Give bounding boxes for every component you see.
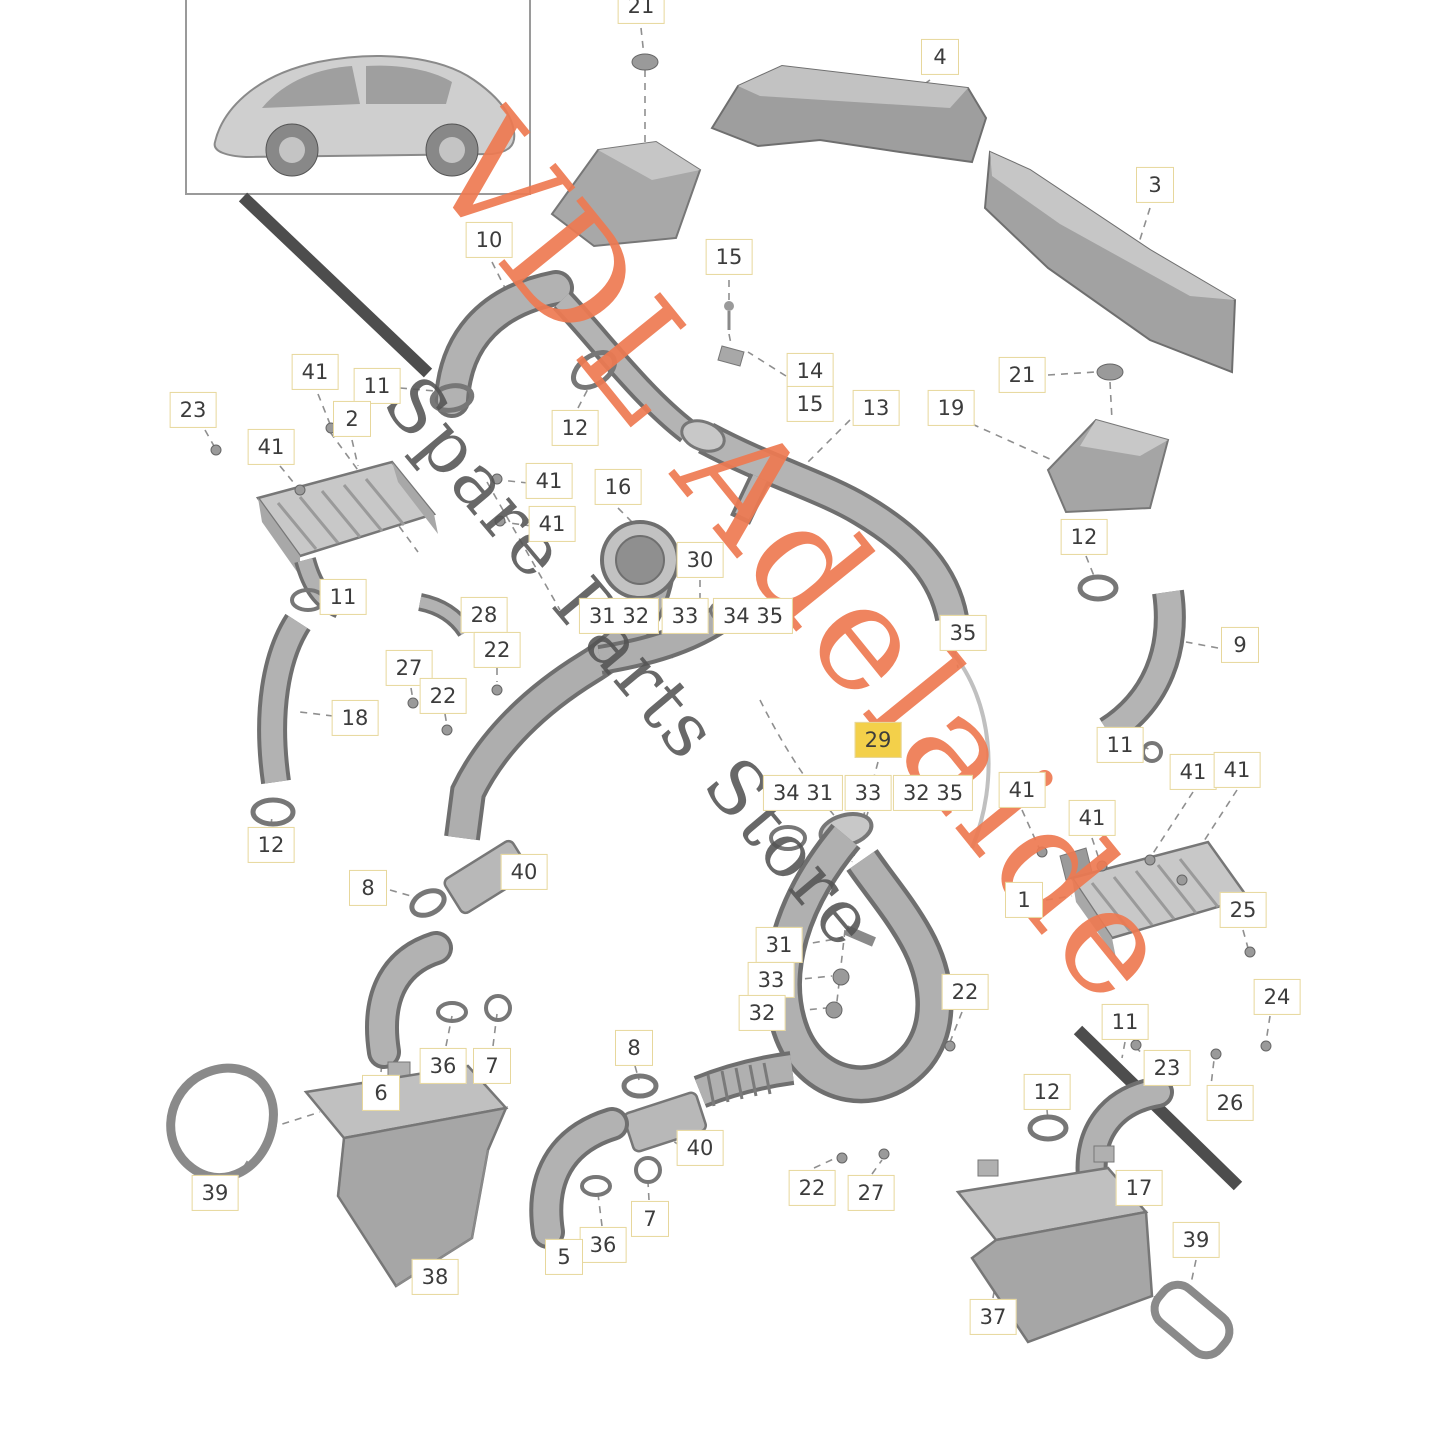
part-label: 6 xyxy=(362,1074,400,1112)
part-label: 27 xyxy=(847,1174,895,1212)
part-label: 33 xyxy=(844,774,892,812)
part-label: 22 xyxy=(473,631,521,669)
part-label: 15 xyxy=(705,238,753,276)
part-bellows-hose xyxy=(693,1051,795,1108)
part-screw-15 xyxy=(717,301,745,367)
part-label: 7 xyxy=(631,1200,669,1238)
part-duct-4 xyxy=(710,64,988,164)
part-label: 19 xyxy=(927,389,975,427)
part-label: 3 xyxy=(1136,166,1174,204)
part-label: 39 xyxy=(191,1174,239,1212)
part-label: 36 xyxy=(579,1226,627,1264)
part-label: 31 xyxy=(755,926,803,964)
part-label: 7 xyxy=(473,1047,511,1085)
part-label: 35 xyxy=(939,614,987,652)
part-duct-38 xyxy=(303,1061,509,1288)
part-label: 34 35 xyxy=(712,597,794,635)
part-label: 12 xyxy=(247,826,295,864)
part-label: 23 xyxy=(169,391,217,429)
part-intercooler-right xyxy=(1059,840,1251,958)
part-hose-18 xyxy=(250,613,311,827)
part-hose-5 xyxy=(529,1107,662,1249)
part-label: 41 xyxy=(1213,751,1261,789)
part-label: 10 xyxy=(465,221,513,259)
part-label: 22 xyxy=(788,1169,836,1207)
part-duct-12 xyxy=(552,291,697,443)
car-thumbnail xyxy=(185,0,531,195)
part-air-guide-19 xyxy=(1046,363,1170,514)
part-label: 38 xyxy=(411,1258,459,1296)
part-label: 26 xyxy=(1206,1084,1254,1122)
part-seal-39-left xyxy=(166,1063,278,1182)
part-label: 11 xyxy=(1096,726,1144,764)
part-label: 32 35 xyxy=(892,774,974,812)
part-label-highlighted: 29 xyxy=(854,721,902,759)
small-fasteners xyxy=(210,422,1272,1164)
part-label: 15 xyxy=(786,385,834,423)
part-label: 21 xyxy=(998,356,1046,394)
part-label: 18 xyxy=(331,699,379,737)
part-air-guide-top xyxy=(550,53,702,248)
part-label: 12 xyxy=(551,409,599,447)
part-label: 1 xyxy=(1005,881,1043,919)
part-label: 34 31 xyxy=(762,774,844,812)
part-hose-10 xyxy=(429,270,574,418)
part-seal-39-right xyxy=(1150,1280,1234,1360)
part-label: 41 xyxy=(525,462,573,500)
part-label: 31 32 xyxy=(578,597,660,635)
part-label: 36 xyxy=(419,1047,467,1085)
part-label: 22 xyxy=(941,973,989,1011)
part-label: 33 xyxy=(661,597,709,635)
part-label: 30 xyxy=(676,541,724,579)
part-label: 24 xyxy=(1253,978,1301,1016)
part-label: 23 xyxy=(1143,1049,1191,1087)
part-label: 4 xyxy=(921,38,959,76)
part-label: 5 xyxy=(545,1238,583,1276)
part-label: 41 xyxy=(1068,799,1116,837)
part-label: 11 xyxy=(1101,1003,1149,1041)
part-label: 32 xyxy=(738,994,786,1032)
part-label: 14 xyxy=(786,352,834,390)
part-label: 17 xyxy=(1115,1169,1163,1207)
part-duct-37 xyxy=(955,1145,1154,1344)
part-label: 8 xyxy=(615,1029,653,1067)
part-label: 16 xyxy=(594,468,642,506)
part-label: 39 xyxy=(1172,1221,1220,1259)
part-label: 12 xyxy=(1023,1073,1071,1111)
part-label: 25 xyxy=(1219,891,1267,929)
part-label: 2 xyxy=(333,400,371,438)
part-label: 28 xyxy=(460,596,508,634)
part-label: 40 xyxy=(676,1129,724,1167)
part-label: 12 xyxy=(1060,518,1108,556)
part-label: 9 xyxy=(1221,626,1259,664)
part-pipe-13 xyxy=(680,419,969,622)
part-label: 11 xyxy=(353,367,401,405)
part-label: 8 xyxy=(349,869,387,907)
part-label: 21 xyxy=(617,0,665,25)
part-label: 41 xyxy=(1169,753,1217,791)
part-label: 41 xyxy=(291,353,339,391)
part-duct-3 xyxy=(983,150,1237,374)
part-label: 37 xyxy=(969,1298,1017,1336)
part-label: 11 xyxy=(319,578,367,616)
part-label: 41 xyxy=(247,428,295,466)
part-label: 27 xyxy=(385,649,433,687)
part-label: 41 xyxy=(998,771,1046,809)
part-label: 33 xyxy=(747,961,795,999)
part-label: 22 xyxy=(419,677,467,715)
part-label: 13 xyxy=(852,389,900,427)
part-wire-35 xyxy=(950,650,991,849)
part-hose-6 xyxy=(365,931,512,1069)
part-sleeve-40b xyxy=(621,1073,708,1153)
part-hose-17 xyxy=(1027,1076,1174,1194)
part-label: 40 xyxy=(500,853,548,891)
leader-lines xyxy=(204,27,1271,1301)
part-label: 41 xyxy=(528,505,576,543)
